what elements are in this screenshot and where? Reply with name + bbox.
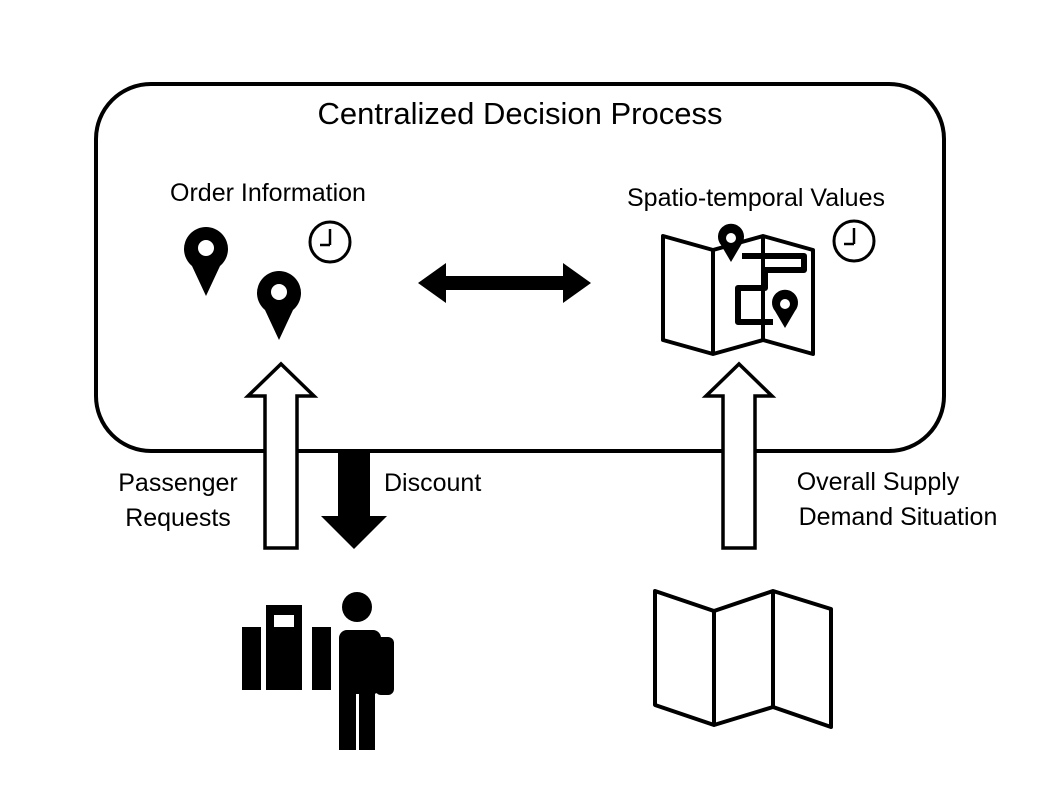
clock-icon	[832, 219, 876, 263]
passenger-requests-arrow	[243, 361, 319, 550]
supply-demand-label-line2: Demand Situation	[798, 503, 998, 531]
spatio-temporal-values-label: Spatio-temporal Values	[626, 184, 885, 212]
passenger-requests-label-line1: Passenger	[118, 469, 238, 497]
location-pin-icon	[257, 271, 301, 340]
order-information-label: Order Information	[170, 179, 366, 207]
supply-demand-label-line1: Overall Supply	[796, 468, 960, 496]
decision-process-box	[94, 82, 946, 453]
location-pin-icon	[183, 227, 228, 296]
map-icon	[661, 234, 815, 356]
supply-demand-arrow	[701, 361, 777, 550]
discount-label: Discount	[384, 469, 482, 497]
discount-arrow	[321, 452, 387, 549]
passenger-luggage-icon	[242, 592, 394, 750]
map-icon	[653, 589, 833, 729]
location-pin-icon	[772, 289, 799, 328]
diagram-title: Centralized Decision Process	[317, 96, 723, 131]
double-arrow-icon	[418, 263, 591, 303]
location-pin-icon	[718, 223, 744, 262]
clock-icon	[308, 220, 352, 264]
passenger-requests-label-line2: Requests	[125, 504, 231, 532]
